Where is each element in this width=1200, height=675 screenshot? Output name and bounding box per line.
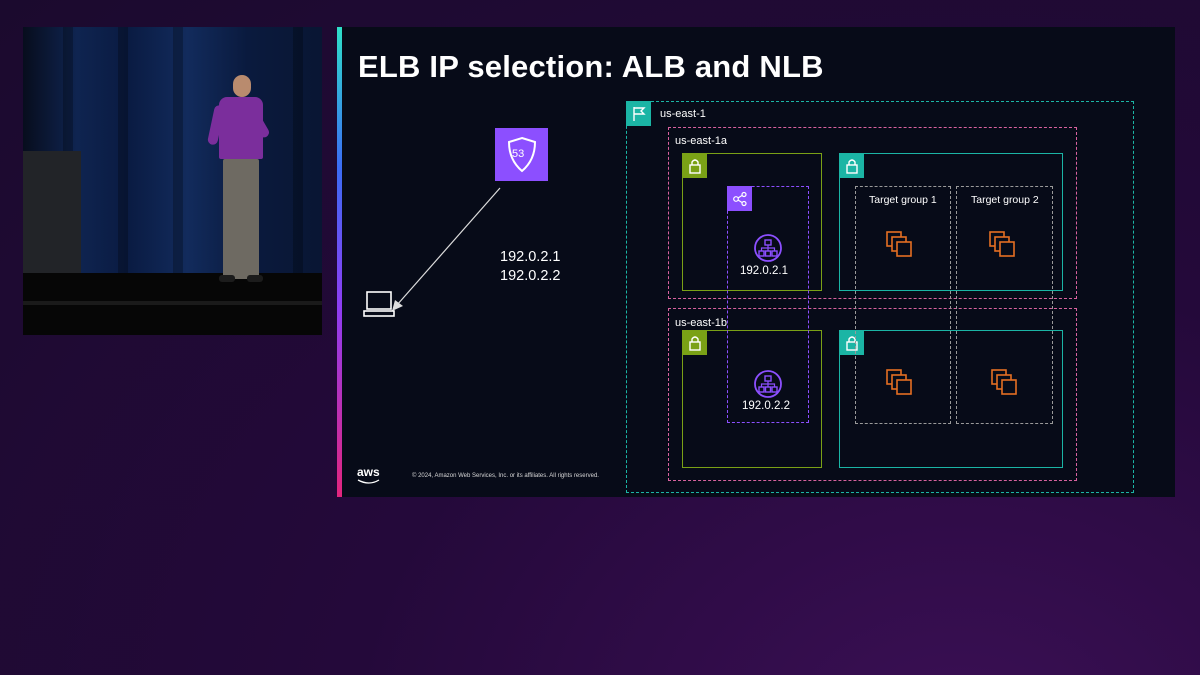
load-balancer-icon: [753, 233, 783, 268]
speaker: [206, 75, 279, 315]
laptop-icon: [363, 289, 395, 324]
az-us-east-1a: [668, 127, 1077, 299]
speaker-video: [23, 27, 322, 335]
target-group-1: [855, 186, 951, 424]
flag-icon: [626, 101, 651, 126]
slide-title: ELB IP selection: ALB and NLB: [358, 49, 824, 84]
dns-response-arrow: [392, 187, 501, 311]
lb-subnet-b: [682, 330, 822, 468]
lock-icon: [682, 153, 707, 178]
target-subnet-b: [839, 330, 1063, 468]
slide: ELB IP selection: ALB and NLB 53 192.0.2…: [337, 27, 1175, 497]
target-group-2: [956, 186, 1053, 424]
curtain-fold: [173, 27, 183, 275]
lock-icon: [839, 330, 864, 355]
dns-ip-2: 192.0.2.2: [500, 268, 561, 284]
route53-badge: 53: [512, 148, 525, 160]
instances-icon: [990, 368, 1020, 403]
copyright-footer: © 2024, Amazon Web Services, Inc. or its…: [412, 473, 599, 479]
aws-logo: aws: [357, 465, 380, 484]
stage-edge: [23, 301, 322, 305]
az-us-east-1b: [668, 308, 1077, 481]
az-b-label: us-east-1b: [675, 317, 727, 329]
instances-icon: [885, 368, 915, 403]
route53-icon: 53: [495, 128, 548, 181]
lb-ip-b: 192.0.2.2: [742, 400, 790, 412]
network-icon: [727, 186, 752, 211]
lb-ip-a: 192.0.2.1: [740, 265, 788, 277]
instances-icon: [885, 230, 915, 265]
slide-accent-bar: [337, 27, 342, 497]
target-group-2-label: Target group 2: [971, 194, 1039, 206]
dns-ip-1: 192.0.2.1: [500, 249, 561, 265]
lock-icon: [839, 153, 864, 178]
lock-icon: [682, 330, 707, 355]
lb-subnet-a: [682, 153, 822, 291]
curtain-fold: [293, 27, 303, 275]
load-balancer-group: [727, 186, 809, 423]
region-label: us-east-1: [660, 108, 706, 120]
target-group-1-label: Target group 1: [869, 194, 937, 206]
load-balancer-icon: [753, 369, 783, 404]
target-subnet-a: [839, 153, 1063, 291]
region-us-east-1: [626, 101, 1134, 493]
instances-icon: [988, 230, 1018, 265]
curtain-fold: [118, 27, 128, 275]
az-a-label: us-east-1a: [675, 135, 727, 147]
